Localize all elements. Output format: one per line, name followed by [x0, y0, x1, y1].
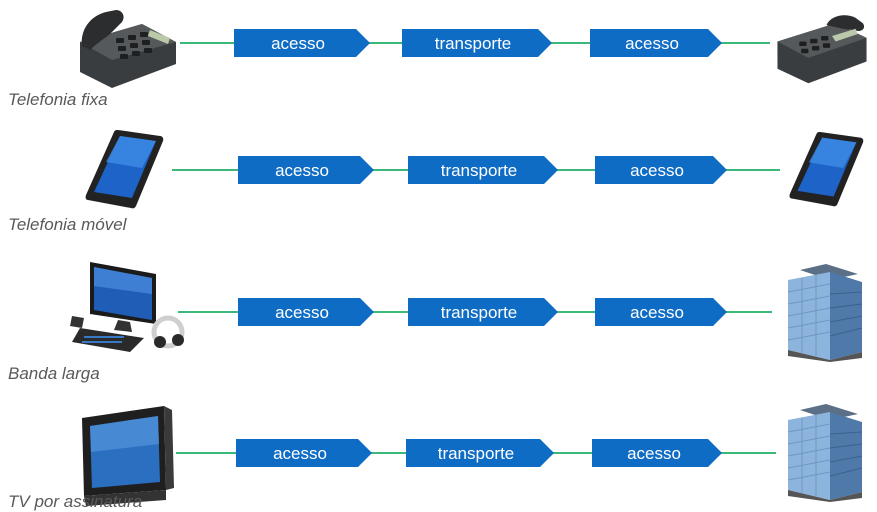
segment-label: transporte: [441, 303, 518, 322]
segment-transporte: [408, 156, 558, 184]
segment-label: acesso: [273, 444, 327, 463]
segment-acesso-1: [238, 156, 374, 184]
smartphone-icon: [85, 130, 164, 209]
row-telefonia-movel: acesso transporte acesso Telefonia móvel: [0, 128, 877, 256]
office-building-icon: [787, 404, 863, 502]
desktop-computer-icon: [70, 262, 185, 352]
row-tv-por-assinatura: acesso transporte acesso TV por assinatu…: [0, 384, 877, 512]
segment-acesso-2: [590, 29, 722, 57]
segment-acesso-2: [592, 439, 722, 467]
service-label: Telefonia móvel: [8, 215, 127, 234]
service-label: Telefonia fixa: [8, 90, 108, 109]
segment-label: acesso: [630, 303, 684, 322]
segment-acesso-2: [595, 156, 727, 184]
service-label: TV por assinatura: [8, 492, 143, 511]
segment-acesso-1: [234, 29, 370, 57]
segment-label: transporte: [435, 34, 512, 53]
smartphone-icon: [789, 131, 864, 207]
segment-transporte: [402, 29, 552, 57]
segment-acesso-1: [236, 439, 372, 467]
segment-label: acesso: [625, 34, 679, 53]
television-icon: [82, 406, 174, 506]
segment-label: acesso: [271, 34, 325, 53]
segment-label: acesso: [275, 161, 329, 180]
connection-flow: acesso transporte acesso: [180, 29, 770, 57]
connection-flow: acesso transporte acesso: [178, 298, 772, 326]
segment-acesso-1: [238, 298, 374, 326]
desk-phone-icon: [777, 15, 867, 84]
row-banda-larga: acesso transporte acesso Banda larga: [0, 256, 877, 384]
segment-acesso-2: [595, 298, 727, 326]
segment-label: acesso: [275, 303, 329, 322]
segment-transporte: [408, 298, 558, 326]
connection-flow: acesso transporte acesso: [172, 156, 780, 184]
segment-label: transporte: [438, 444, 515, 463]
segment-transporte: [406, 439, 554, 467]
segment-label: acesso: [630, 161, 684, 180]
segment-label: acesso: [627, 444, 681, 463]
service-label: Banda larga: [8, 364, 100, 383]
office-building-icon: [787, 264, 863, 362]
connection-flow: acesso transporte acesso: [176, 439, 776, 467]
desk-phone-icon: [80, 10, 176, 88]
row-telefonia-fixa: acesso transporte acesso Telefonia fixa: [0, 0, 877, 128]
segment-label: transporte: [441, 161, 518, 180]
